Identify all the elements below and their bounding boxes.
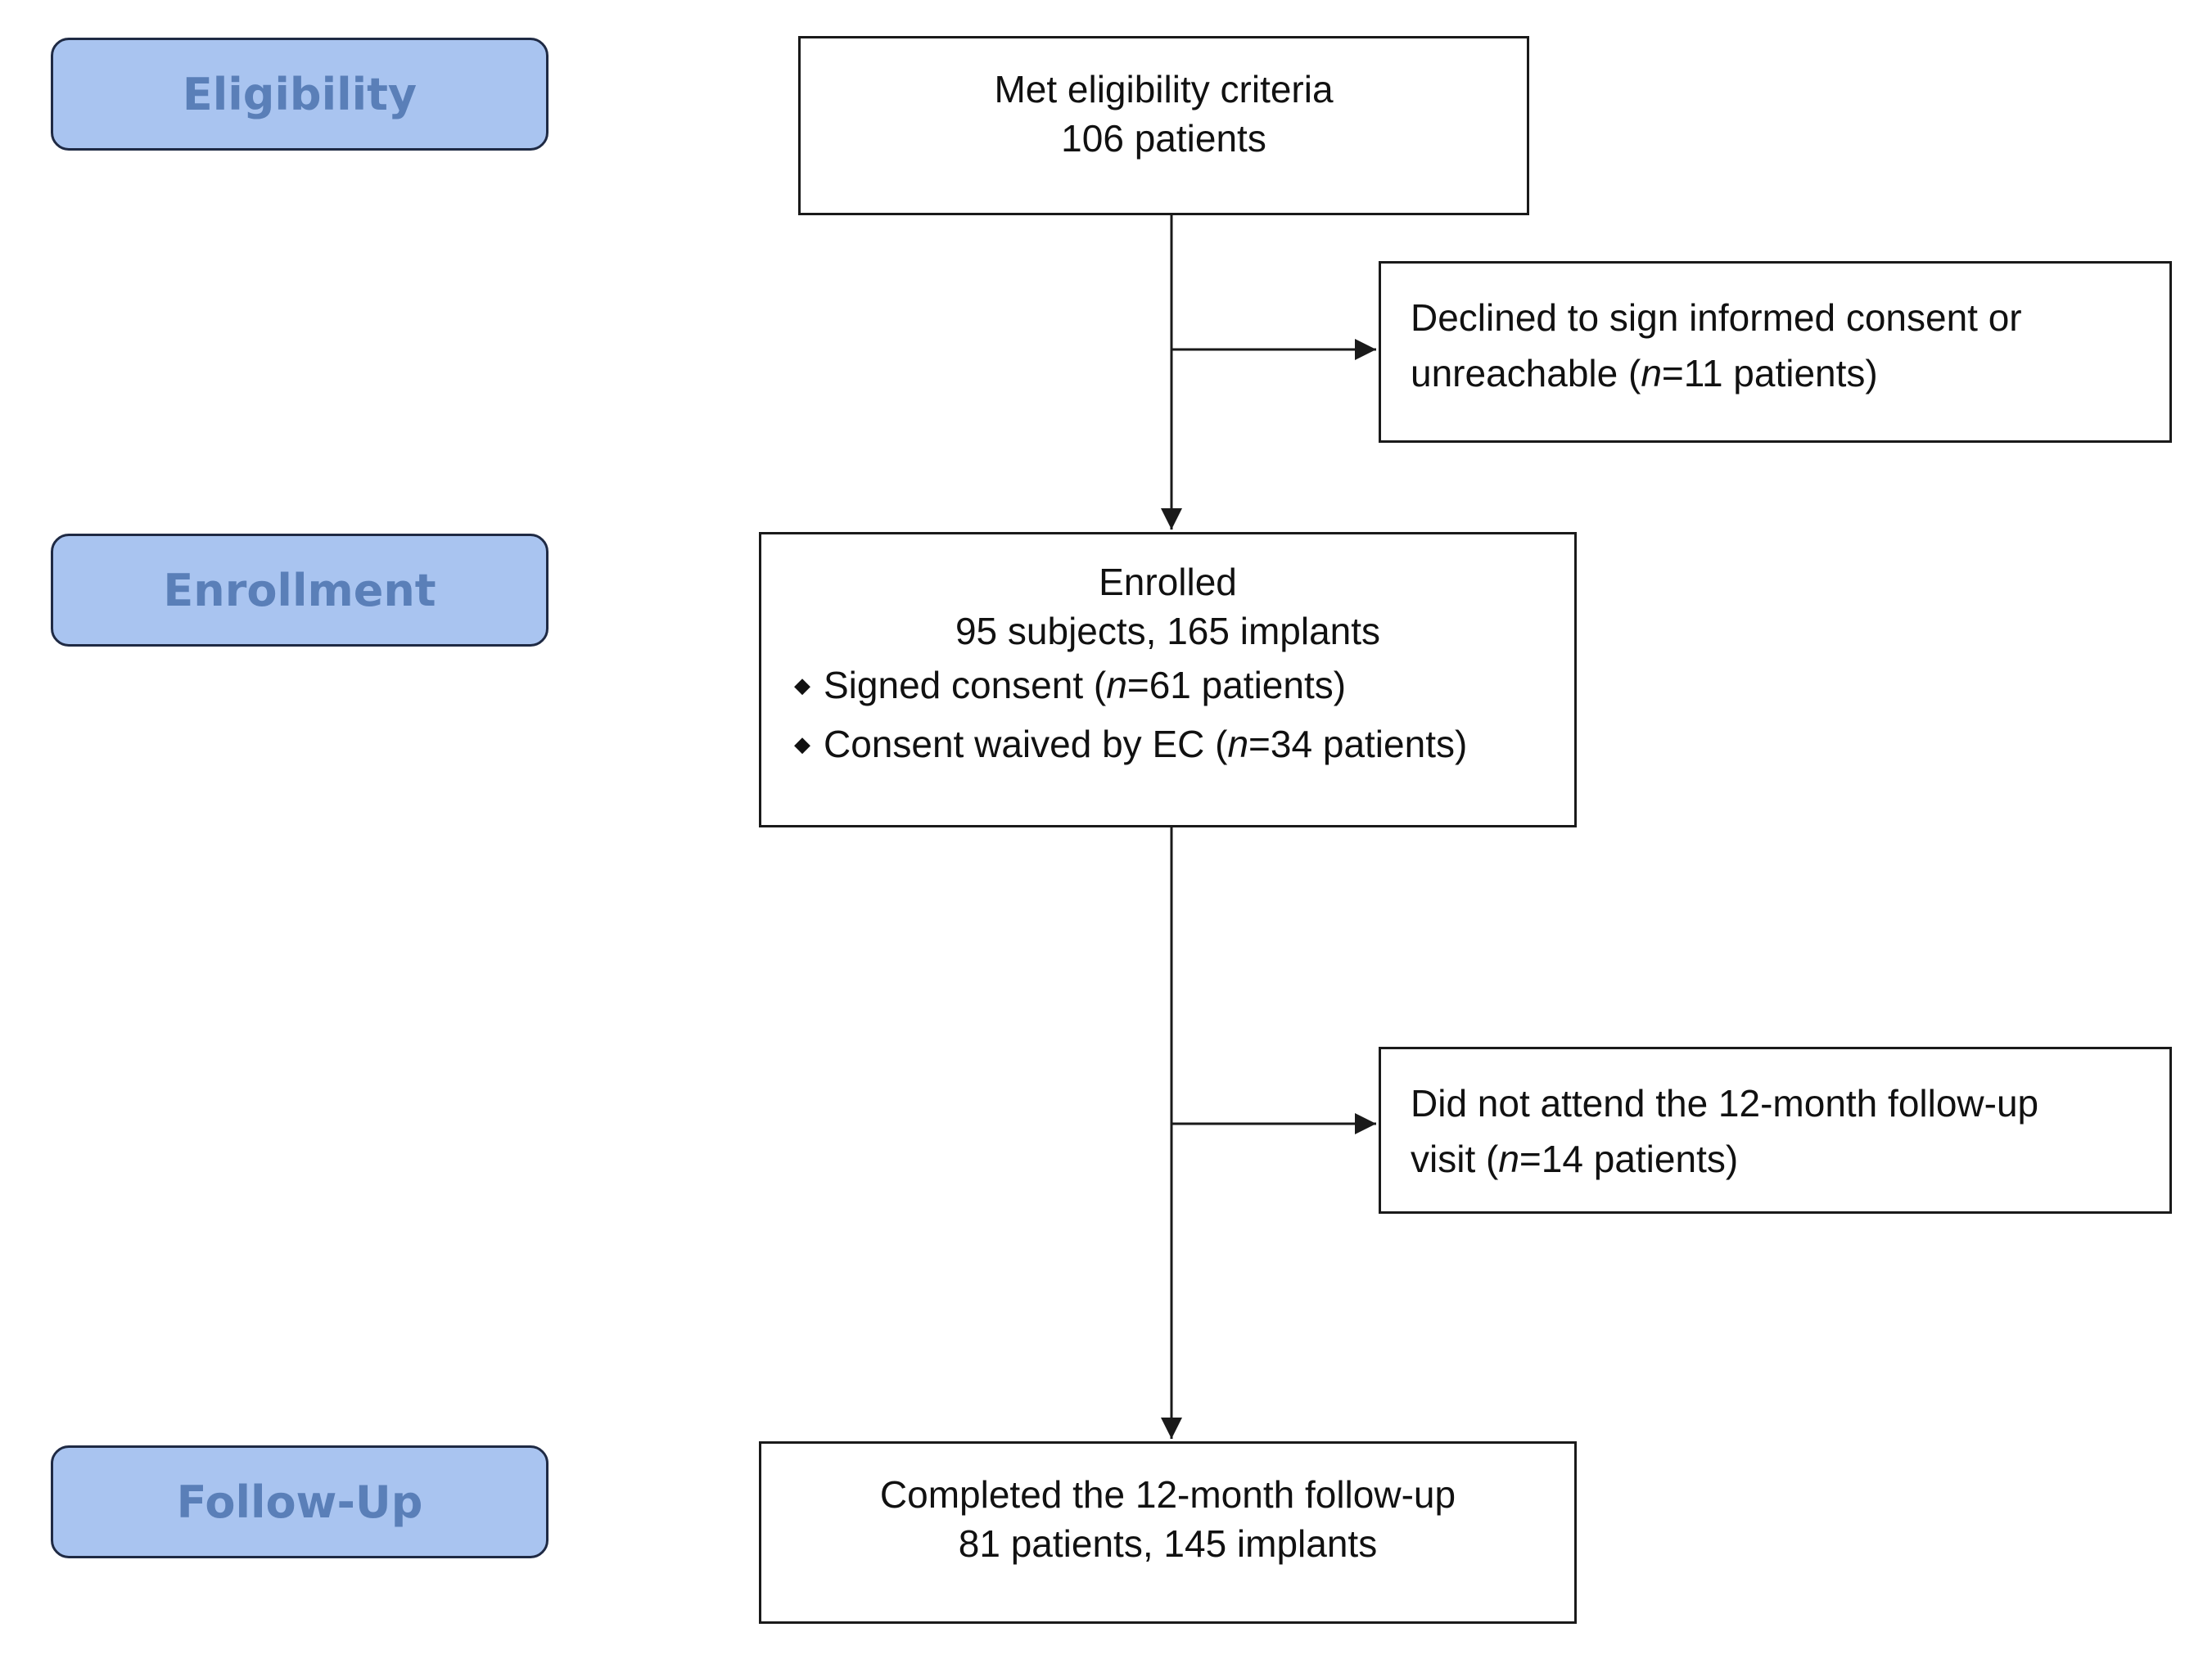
declined-box: Declined to sign informed consent or unr… <box>1379 261 2172 443</box>
bullet-icon: ◆ <box>794 732 810 756</box>
bullet-signed-n: n <box>1106 664 1127 706</box>
bullet-waived-text: Consent waived by EC ( <box>824 723 1228 765</box>
flow-diagram: Eligibility Enrollment Follow-Up Met eli… <box>51 36 2172 1624</box>
missed-line2: visit (n=14 patients) <box>1411 1131 2169 1187</box>
enrolled-count: 95 subjects, 165 implants <box>955 610 1381 652</box>
completed-box: Completed the 12-month follow-up 81 pati… <box>759 1441 1577 1624</box>
eligible-count: 106 patients <box>1061 117 1266 160</box>
phase-eligibility: Eligibility <box>51 38 548 151</box>
missed-text: visit ( <box>1411 1138 1499 1180</box>
enrolled-bullet-waived: ◆ Consent waived by EC (n=34 patients) <box>794 715 1574 773</box>
missed-count: =14 patients) <box>1519 1138 1739 1180</box>
declined-count: =11 patients) <box>1661 352 1878 394</box>
completed-count: 81 patients, 145 implants <box>958 1522 1378 1565</box>
bullet-signed-count: =61 patients) <box>1126 664 1347 706</box>
eligible-box: Met eligibility criteria 106 patients <box>798 36 1529 215</box>
phase-followup-label: Follow-Up <box>176 1476 423 1528</box>
enrolled-title: Enrolled <box>1099 561 1237 603</box>
missed-line1: Did not attend the 12-month follow-up <box>1411 1082 2039 1125</box>
declined-text: unreachable ( <box>1411 352 1641 394</box>
phase-enrollment-label: Enrollment <box>163 564 436 616</box>
phase-enrollment: Enrollment <box>51 534 548 647</box>
phase-followup: Follow-Up <box>51 1445 548 1558</box>
eligible-title: Met eligibility criteria <box>994 68 1334 110</box>
missed-box: Did not attend the 12-month follow-up vi… <box>1379 1047 2172 1214</box>
bullet-signed-text: Signed consent ( <box>824 664 1107 706</box>
bullet-waived-count: =34 patients) <box>1248 723 1468 765</box>
bullet-waived-n: n <box>1227 723 1249 765</box>
missed-n: n <box>1498 1138 1519 1180</box>
declined-line2: unreachable (n=11 patients) <box>1411 345 2169 401</box>
completed-title: Completed the 12-month follow-up <box>879 1473 1456 1516</box>
declined-n: n <box>1641 352 1662 394</box>
enrolled-bullet-signed: ◆ Signed consent (n=61 patients) <box>794 656 1574 715</box>
declined-line1: Declined to sign informed consent or <box>1411 296 2022 339</box>
phase-eligibility-label: Eligibility <box>182 68 418 120</box>
bullet-icon: ◆ <box>794 673 810 697</box>
enrolled-box: Enrolled 95 subjects, 165 implants ◆ Sig… <box>759 532 1577 827</box>
connector-lines <box>1161 215 1376 1439</box>
